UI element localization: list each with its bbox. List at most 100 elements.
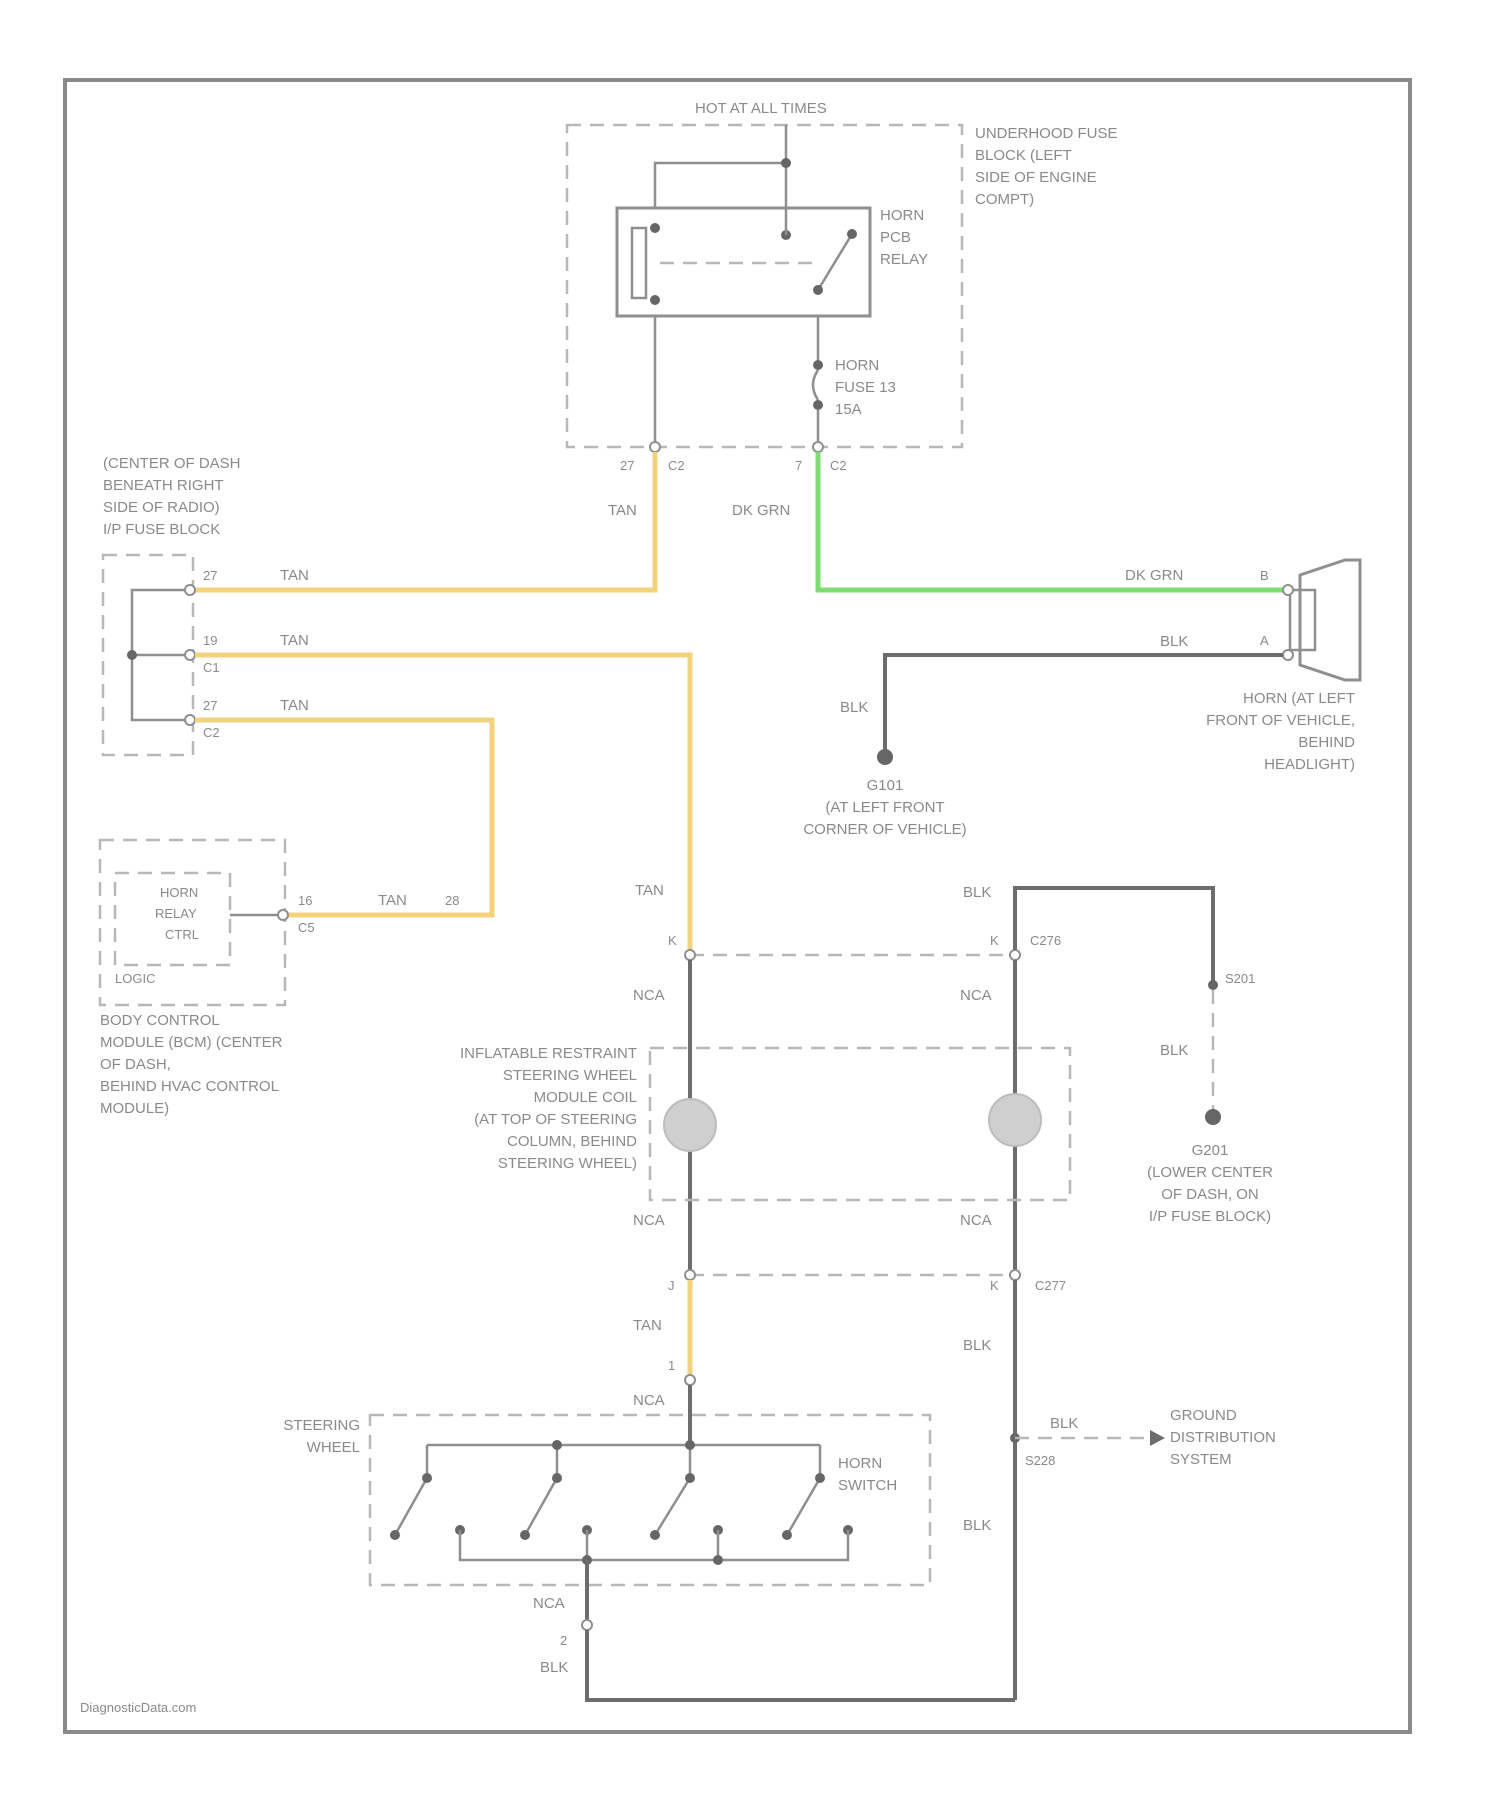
horn-label-3: BEHIND bbox=[1298, 734, 1355, 751]
bcm-conn-label: C5 bbox=[298, 920, 315, 935]
c2-left-conn-label: C2 bbox=[668, 458, 685, 473]
tan-label-ip-2: TAN bbox=[280, 632, 309, 649]
bus-node-2 bbox=[713, 1555, 723, 1565]
ip-pin-27-b bbox=[185, 715, 195, 725]
horn-pin-b bbox=[1283, 585, 1293, 595]
underhood-fuse-block-label-1: UNDERHOOD FUSE bbox=[975, 125, 1118, 142]
sw-pin-1-label: 1 bbox=[668, 1358, 675, 1373]
horn-relay-label-3: RELAY bbox=[880, 251, 928, 268]
g201-label-1: G201 bbox=[1192, 1142, 1229, 1159]
coil-top-terminal bbox=[650, 223, 660, 233]
dk-grn-label-horn: DK GRN bbox=[1125, 567, 1183, 584]
switch-terminal bbox=[813, 285, 823, 295]
c2-right-conn-label: C2 bbox=[830, 458, 847, 473]
switch-arm-4 bbox=[787, 1478, 820, 1535]
c277-pin-left bbox=[685, 1270, 695, 1280]
bcm-inner-label-3: CTRL bbox=[165, 927, 199, 942]
ip-pin-19 bbox=[185, 650, 195, 660]
switch-arm-2 bbox=[525, 1478, 557, 1535]
switch-pivot-1 bbox=[422, 1473, 432, 1483]
c276-label: C276 bbox=[1030, 933, 1061, 948]
c2-right-pin-label: 7 bbox=[795, 458, 802, 473]
blk-label-c276: BLK bbox=[963, 884, 991, 901]
blk-return-wire bbox=[587, 1630, 1015, 1700]
tan-label-top: TAN bbox=[608, 502, 637, 519]
g201-ground bbox=[1205, 1109, 1221, 1125]
s201-splice bbox=[1208, 980, 1218, 990]
s228-label: S228 bbox=[1025, 1453, 1055, 1468]
blk-label-horn: BLK bbox=[1160, 633, 1188, 650]
ip-fuse-splice bbox=[127, 650, 137, 660]
underhood-fuse-block-label-4: COMPT) bbox=[975, 191, 1034, 208]
ip-pin-2-label: 19 bbox=[203, 633, 217, 648]
horn-label-2: FRONT OF VEHICLE, bbox=[1206, 712, 1355, 729]
ground-dist-arrow bbox=[1150, 1430, 1165, 1446]
ground-dist-label-1: GROUND bbox=[1170, 1407, 1237, 1424]
coil-right-ring bbox=[989, 1094, 1041, 1146]
nca-label-4: NCA bbox=[960, 1212, 992, 1229]
g101-label-2: (AT LEFT FRONT bbox=[825, 799, 944, 816]
horn-pin-a-label: A bbox=[1260, 633, 1269, 648]
horn-connector bbox=[1290, 590, 1315, 650]
c2-pin-27 bbox=[650, 442, 660, 452]
horn-switch-label-1: HORN bbox=[838, 1455, 882, 1472]
blk-label-lower: BLK bbox=[963, 1517, 991, 1534]
blk-label-ground-dist: BLK bbox=[1050, 1415, 1078, 1432]
g201-label-2: (LOWER CENTER bbox=[1147, 1164, 1273, 1181]
blk-label-c277: BLK bbox=[963, 1337, 991, 1354]
blk-label-g101: BLK bbox=[840, 699, 868, 716]
inflatable-label-2: STEERING WHEEL bbox=[503, 1067, 637, 1084]
bcm-label-4: BEHIND HVAC CONTROL bbox=[100, 1078, 279, 1095]
horn-label-4: HEADLIGHT) bbox=[1264, 756, 1355, 773]
inflatable-label-5: COLUMN, BEHIND bbox=[507, 1133, 637, 1150]
horn-fuse-label-3: 15A bbox=[835, 401, 862, 418]
nca-label-3: NCA bbox=[633, 1212, 665, 1229]
blk-label-bottom: BLK bbox=[540, 1659, 568, 1676]
g201-label-4: I/P FUSE BLOCK) bbox=[1149, 1208, 1271, 1225]
underhood-fuse-block-label-2: BLOCK (LEFT bbox=[975, 147, 1072, 164]
c277-label: C277 bbox=[1035, 1278, 1066, 1293]
underhood-fuse-block-box bbox=[567, 125, 962, 447]
ground-dist-label-2: DISTRIBUTION bbox=[1170, 1429, 1276, 1446]
c277-pin-a-label: J bbox=[668, 1278, 675, 1293]
c276-pin-a-label: K bbox=[668, 933, 677, 948]
tan-label-c276: TAN bbox=[635, 882, 664, 899]
ip-fuse-block-label-1: (CENTER OF DASH bbox=[103, 455, 241, 472]
horn-fuse-label-1: HORN bbox=[835, 357, 879, 374]
bcm-inner-label-1: HORN bbox=[160, 885, 198, 900]
underhood-fuse-block-label-3: SIDE OF ENGINE bbox=[975, 169, 1097, 186]
ip-pin-3-conn-label: C2 bbox=[203, 725, 220, 740]
relay-coil bbox=[632, 228, 646, 298]
horn-ground-wire bbox=[885, 655, 1283, 752]
steering-wheel-label-2: WHEEL bbox=[307, 1439, 360, 1456]
feed-splice bbox=[781, 158, 791, 168]
switch-pivot-2 bbox=[552, 1473, 562, 1483]
inflatable-label-6: STEERING WHEEL) bbox=[498, 1155, 637, 1172]
horn-label-1: HORN (AT LEFT bbox=[1243, 690, 1355, 707]
bcm-inner-label-2: RELAY bbox=[155, 906, 197, 921]
nca-label-6: NCA bbox=[533, 1595, 565, 1612]
bcm-label-5: MODULE) bbox=[100, 1100, 169, 1117]
g201-label-3: OF DASH, ON bbox=[1161, 1186, 1259, 1203]
switch-tip-2 bbox=[520, 1530, 530, 1540]
c276-pin-b-label: K bbox=[990, 933, 999, 948]
bcm-label-1: BODY CONTROL bbox=[100, 1012, 220, 1029]
ip-pin-2-conn-label: C1 bbox=[203, 660, 220, 675]
c276-pin-left bbox=[685, 950, 695, 960]
bcm-label-3: OF DASH, bbox=[100, 1056, 171, 1073]
c277-pin-b-label: K bbox=[990, 1278, 999, 1293]
g101-label-1: G101 bbox=[867, 777, 904, 794]
switch-tip-1 bbox=[390, 1530, 400, 1540]
relay-feed-wire bbox=[655, 163, 786, 208]
c277-pin-right bbox=[1010, 1270, 1020, 1280]
tan-label-ip-1: TAN bbox=[280, 567, 309, 584]
ip-fuse-block-label-4: I/P FUSE BLOCK bbox=[103, 521, 220, 538]
s201-label: S201 bbox=[1225, 971, 1255, 986]
c2-pin-7 bbox=[813, 442, 823, 452]
sw-pin-2 bbox=[582, 1620, 592, 1630]
ip-pin-3-label: 27 bbox=[203, 698, 217, 713]
tan-wire-1 bbox=[190, 452, 655, 590]
horn-relay-label-1: HORN bbox=[880, 207, 924, 224]
sw-node-2 bbox=[552, 1440, 562, 1450]
